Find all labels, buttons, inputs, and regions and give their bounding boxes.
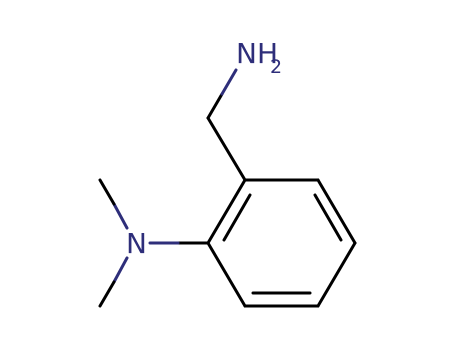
- bond-ring-to-ch2: [206, 116, 247, 182]
- bond-ring-inner-right: [313, 193, 343, 242]
- bond-ring-c5-c6: [206, 241, 247, 308]
- bond-n-to-methyl-upper-colored: [112, 202, 129, 230]
- bond-ring-inner-left: [222, 193, 252, 242]
- bond-ring-c2-c3: [316, 178, 357, 245]
- bond-ch2-to-nh2-black: [206, 92, 224, 120]
- bond-n-to-methyl-lower-colored: [112, 256, 129, 284]
- n-atom-label: N: [126, 227, 147, 260]
- nh2-subscript: 2: [270, 56, 282, 78]
- bond-ch2-to-nh2-colored: [220, 68, 238, 96]
- bond-ring-c6-c1: [206, 178, 247, 245]
- nh2-atom-label: NH: [236, 37, 278, 70]
- bond-n-to-methyl-lower-black: [98, 280, 116, 308]
- benzene-ring: [206, 178, 357, 308]
- bond-ring-c3-c4: [316, 241, 357, 308]
- bond-n-to-methyl-upper-black: [98, 178, 116, 206]
